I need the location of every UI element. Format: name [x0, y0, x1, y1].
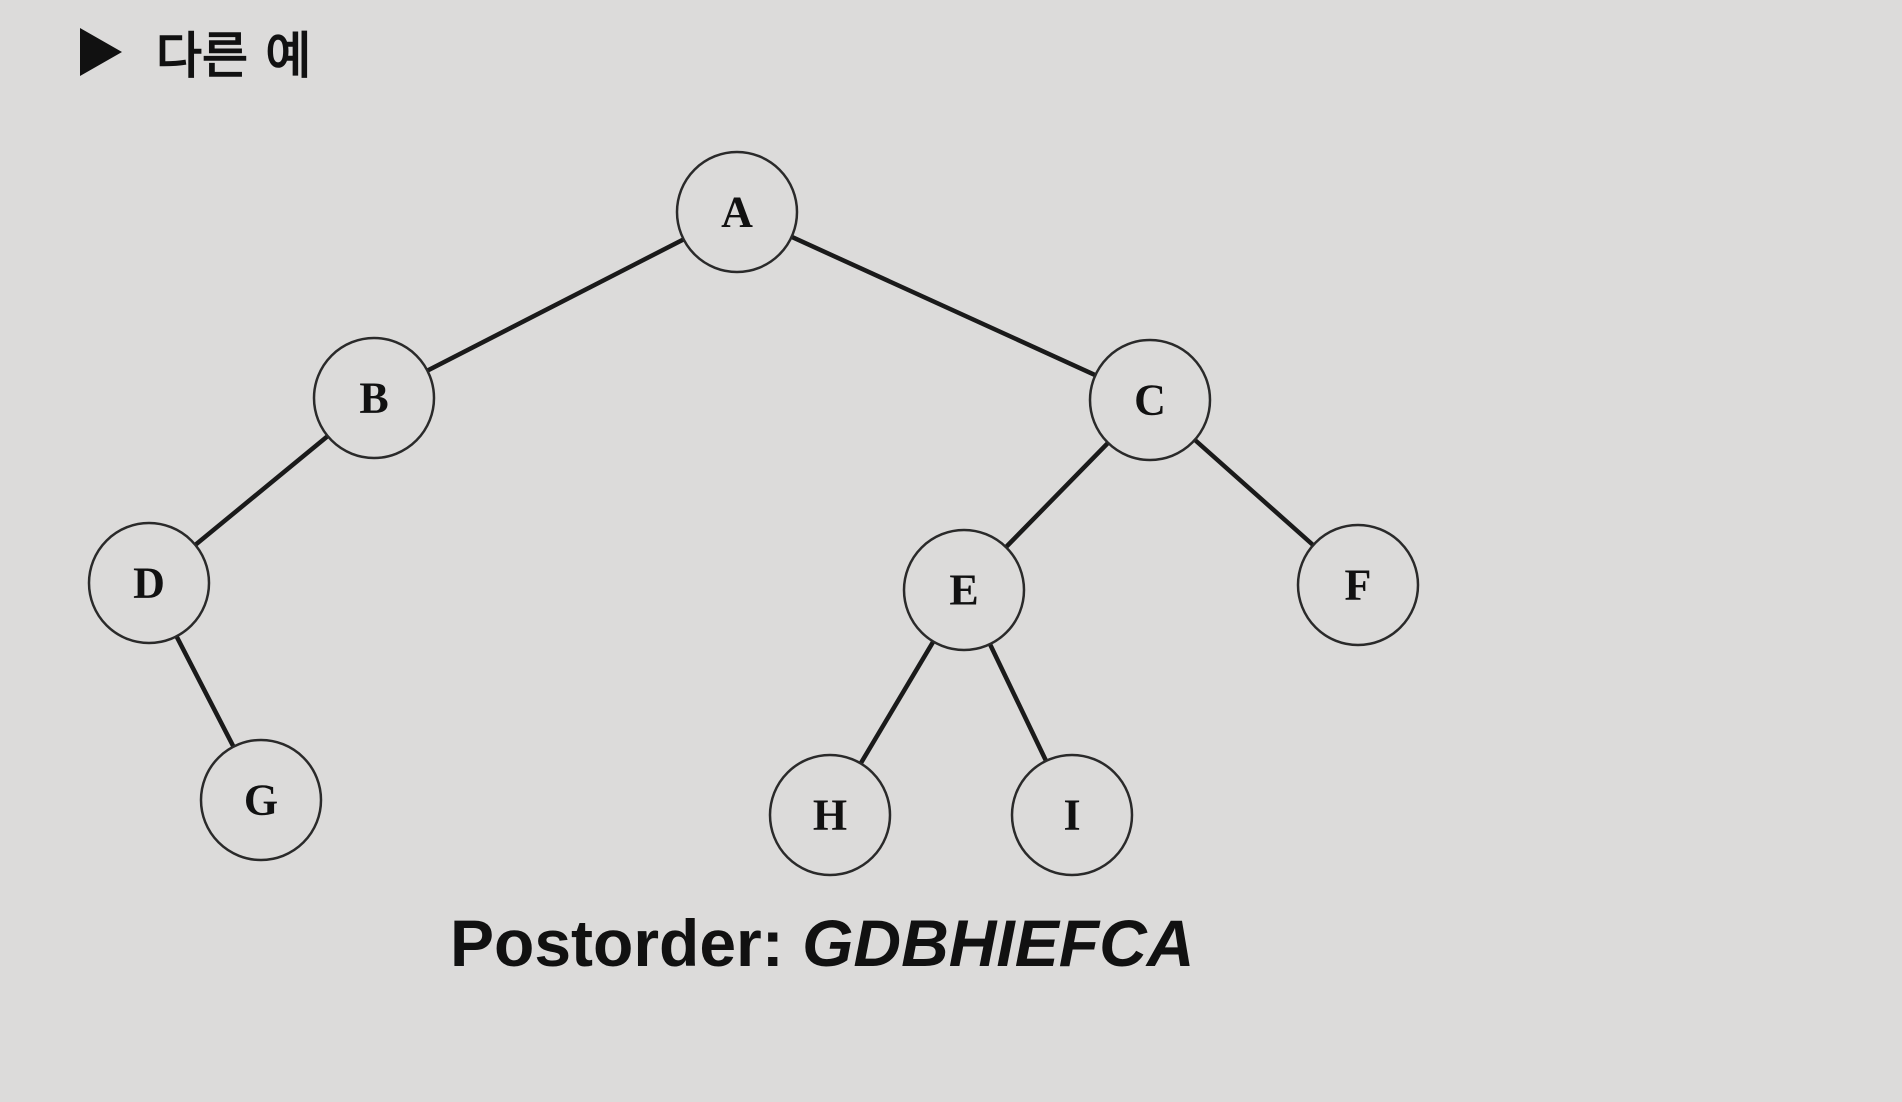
node-label: B: [359, 374, 388, 423]
tree-node-H: H: [768, 753, 892, 877]
tree-edge-B-D: [193, 434, 330, 547]
tree-node-C: C: [1088, 338, 1212, 462]
node-label: D: [133, 559, 165, 608]
caption-label: Postorder:: [450, 906, 784, 980]
tree-nodes: A B C D E F G H I: [87, 150, 1420, 877]
tree-edge-C-E: [1004, 441, 1110, 549]
tree-edge-A-C: [790, 234, 1097, 378]
node-circle: [902, 528, 1026, 652]
node-circle: [1010, 753, 1134, 877]
tree-node-A: A: [675, 150, 799, 274]
tree-node-F: F: [1296, 523, 1420, 647]
slide-heading: 다른 예: [80, 16, 311, 88]
node-label: F: [1345, 561, 1372, 610]
node-circle: [768, 753, 892, 877]
heading-text: 다른 예: [156, 27, 312, 85]
tree-edge-C-F: [1193, 438, 1315, 547]
node-circle: [1088, 338, 1212, 462]
node-label: C: [1134, 376, 1166, 425]
node-label: E: [949, 566, 978, 615]
tree-edge-E-I: [987, 643, 1049, 762]
node-label: G: [244, 776, 278, 825]
node-circle: [1296, 523, 1420, 647]
tree-node-E: E: [902, 528, 1026, 652]
postorder-caption: Postorder: GDBHIEFCA: [450, 905, 1194, 981]
tree-node-B: B: [312, 336, 436, 460]
play-triangle-icon: [80, 28, 122, 76]
tree-node-G: G: [199, 738, 323, 862]
tree-edge-A-B: [426, 237, 685, 373]
tree-edges: [174, 234, 1315, 765]
node-label: I: [1063, 791, 1080, 840]
tree-node-I: I: [1010, 753, 1134, 877]
node-circle: [199, 738, 323, 862]
node-circle: [87, 521, 211, 645]
node-circle: [312, 336, 436, 460]
tree-edge-D-G: [174, 635, 236, 748]
tree-node-D: D: [87, 521, 211, 645]
node-circle: [675, 150, 799, 274]
tree-edge-E-H: [858, 640, 936, 765]
node-label: A: [721, 188, 753, 237]
postorder-sequence: GDBHIEFCA: [802, 906, 1195, 980]
node-label: H: [813, 791, 847, 840]
